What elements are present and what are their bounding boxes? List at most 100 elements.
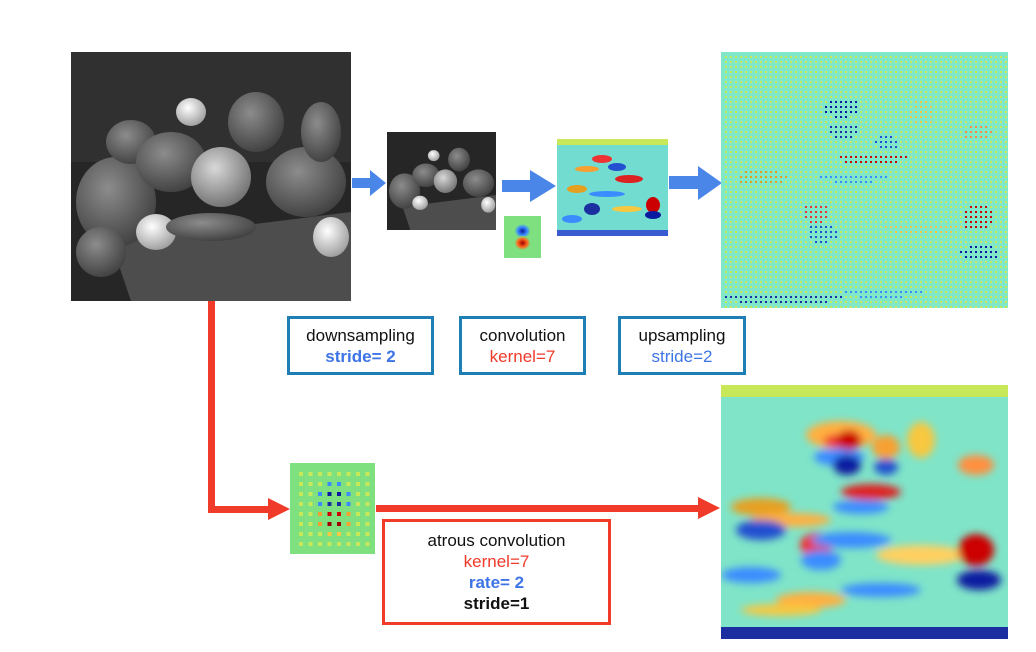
heatmap-dot bbox=[760, 156, 762, 158]
heatmap-dot bbox=[1000, 66, 1002, 68]
heatmap-dot bbox=[805, 56, 807, 58]
heatmap-dot bbox=[760, 111, 762, 113]
heatmap-dot bbox=[945, 256, 947, 258]
heatmap-dot bbox=[855, 56, 857, 58]
heatmap-dot bbox=[870, 101, 872, 103]
heatmap-dot bbox=[800, 216, 802, 218]
heatmap-dot bbox=[895, 76, 897, 78]
heatmap-dot bbox=[915, 91, 917, 93]
atrous-stride: stride=1 bbox=[385, 593, 608, 614]
heatmap-dot bbox=[895, 86, 897, 88]
heatmap-dot bbox=[800, 131, 802, 133]
heatmap-dot bbox=[760, 176, 762, 178]
heatmap-dot bbox=[840, 306, 842, 308]
heatmap-dot bbox=[885, 276, 887, 278]
heatmap-dot bbox=[780, 181, 782, 183]
heatmap-dot bbox=[900, 181, 902, 183]
heatmap-dot bbox=[910, 181, 912, 183]
heatmap-dot bbox=[870, 306, 872, 308]
heatmap-dot bbox=[740, 166, 742, 168]
heatmap-dot bbox=[920, 116, 922, 118]
heatmap-dot bbox=[865, 211, 867, 213]
heatmap-dot bbox=[965, 256, 967, 258]
heatmap-dot bbox=[890, 226, 892, 228]
heatmap-dot bbox=[870, 221, 872, 223]
heatmap-dot bbox=[740, 91, 742, 93]
heatmap-dot bbox=[865, 196, 867, 198]
heatmap-dot bbox=[930, 66, 932, 68]
heatmap-dot bbox=[770, 91, 772, 93]
heatmap-dot bbox=[825, 211, 827, 213]
heatmap-dot bbox=[795, 66, 797, 68]
heatmap-dot bbox=[920, 146, 922, 148]
heatmap-dot bbox=[835, 171, 837, 173]
heatmap-dot bbox=[840, 291, 842, 293]
heatmap-dot bbox=[795, 121, 797, 123]
heatmap-dot bbox=[835, 276, 837, 278]
heatmap-dot bbox=[785, 176, 787, 178]
heatmap-dot bbox=[805, 81, 807, 83]
heatmap-dot bbox=[910, 201, 912, 203]
heatmap-dot bbox=[910, 221, 912, 223]
heatmap-dot bbox=[995, 156, 997, 158]
heatmap-dot bbox=[890, 121, 892, 123]
heatmap-dot bbox=[845, 301, 847, 303]
heatmap-dot bbox=[1000, 206, 1002, 208]
heatmap-dot bbox=[890, 81, 892, 83]
heatmap-dot bbox=[835, 236, 837, 238]
heatmap-dot bbox=[875, 91, 877, 93]
heatmap-dot bbox=[900, 91, 902, 93]
heatmap-dot bbox=[920, 111, 922, 113]
heatmap-dot bbox=[845, 231, 847, 233]
heatmap-dot bbox=[755, 61, 757, 63]
heatmap-dot bbox=[925, 236, 927, 238]
heatmap-dot bbox=[740, 231, 742, 233]
heatmap-dot bbox=[990, 221, 992, 223]
heatmap-dot bbox=[805, 171, 807, 173]
heatmap-dot bbox=[735, 66, 737, 68]
heatmap-dot bbox=[790, 181, 792, 183]
heatmap-dot bbox=[800, 271, 802, 273]
heatmap-dot bbox=[870, 241, 872, 243]
heatmap-dot bbox=[975, 71, 977, 73]
heatmap-dot bbox=[920, 161, 922, 163]
heatmap-dot bbox=[880, 121, 882, 123]
heatmap-dot bbox=[805, 226, 807, 228]
heatmap-dot bbox=[935, 191, 937, 193]
heatmap-dot bbox=[895, 286, 897, 288]
heatmap-dot bbox=[905, 291, 907, 293]
heatmap-dot bbox=[995, 241, 997, 243]
heatmap-dot bbox=[745, 101, 747, 103]
kernel-dot bbox=[366, 472, 370, 476]
heatmap-dot bbox=[855, 191, 857, 193]
kernel-dot bbox=[347, 482, 351, 486]
heatmap-dot bbox=[845, 246, 847, 248]
heatmap-dot bbox=[1000, 126, 1002, 128]
heatmap-dot bbox=[745, 231, 747, 233]
heatmap-dot bbox=[930, 211, 932, 213]
heatmap-dot bbox=[820, 96, 822, 98]
heatmap-dot bbox=[945, 196, 947, 198]
heatmap-dot bbox=[995, 196, 997, 198]
heatmap-dot bbox=[840, 61, 842, 63]
heatmap-dot bbox=[835, 146, 837, 148]
heatmap-dot bbox=[910, 176, 912, 178]
heatmap-dot bbox=[1000, 111, 1002, 113]
heatmap-dot bbox=[990, 206, 992, 208]
heatmap-dot bbox=[985, 176, 987, 178]
heatmap-dot bbox=[940, 256, 942, 258]
heatmap-dot bbox=[880, 216, 882, 218]
heatmap-dot bbox=[940, 81, 942, 83]
heatmap-dot bbox=[825, 161, 827, 163]
heatmap-dot bbox=[995, 271, 997, 273]
heatmap-dot bbox=[935, 306, 937, 308]
heatmap-dot bbox=[965, 56, 967, 58]
heatmap-dot bbox=[725, 76, 727, 78]
heatmap-dot bbox=[835, 86, 837, 88]
heatmap-dot bbox=[820, 186, 822, 188]
heatmap-dot bbox=[985, 161, 987, 163]
heatmap-dot bbox=[735, 166, 737, 168]
heatmap-dot bbox=[900, 176, 902, 178]
heatmap-dot bbox=[945, 246, 947, 248]
heatmap-dot bbox=[895, 111, 897, 113]
